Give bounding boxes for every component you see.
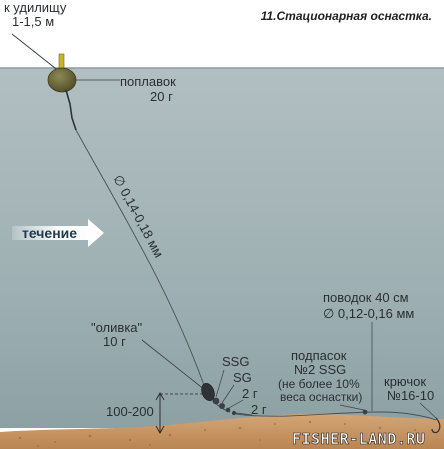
shot-2g-label-1: 2 г [242, 386, 258, 401]
shot-sg-label: SG [233, 370, 252, 385]
sky-area [0, 0, 444, 68]
current-arrow-shape [12, 219, 104, 247]
brand-watermark: FISHER-LAND.RU [292, 430, 425, 448]
water-area [0, 68, 444, 428]
hook-label-line1: крючок [384, 374, 426, 389]
tell-line1: подпасок [291, 348, 347, 363]
tell-leader [339, 404, 365, 411]
olive-name: "оливка" [91, 320, 143, 335]
main-line [75, 129, 206, 389]
tell-shot [362, 409, 368, 415]
olive-leader [141, 339, 206, 391]
rod-line [11, 33, 61, 73]
current-label: течение [22, 225, 77, 241]
shot-2g-label-2: 2 г [251, 402, 267, 417]
shot-ssg [212, 397, 220, 405]
tell-line2: №2 SSG [294, 362, 346, 377]
sinker-group [201, 382, 237, 416]
olive-weight: 10 г [103, 334, 126, 349]
depth-label: 100-200 [106, 404, 154, 419]
float-body [47, 67, 77, 93]
diagram-title: 11.Стационарная оснастка. [261, 9, 432, 23]
float-antenna [58, 53, 65, 69]
shot-leaders [215, 369, 253, 416]
rod-label-line1: к удилищу [4, 0, 67, 15]
depth-arrow-down [155, 425, 165, 435]
depth-arrow-up [155, 391, 165, 401]
shot-sg [219, 403, 225, 409]
rod-label-line2: 1-1,5 м [12, 14, 54, 29]
hook-label-line2: №16-10 [387, 388, 434, 403]
tell-line4: веса оснастки) [280, 390, 362, 404]
leader-length: поводок 40 см [323, 290, 409, 305]
tell-line3: (не более 10% [278, 377, 360, 391]
float-stem [65, 89, 77, 131]
hook-pointer [419, 402, 437, 419]
float-weight: 20 г [150, 89, 173, 104]
depth-bracket: 100-200 [106, 391, 210, 435]
river-bottom [0, 413, 444, 449]
shot-2g-a [225, 407, 231, 413]
shot-ssg-label: SSG [222, 354, 249, 369]
float-name: поплавок [120, 74, 176, 89]
shot-2g-b [231, 410, 237, 416]
current-arrow: течение [12, 219, 104, 247]
leader-diameter: ∅ 0,12-0,16 мм [323, 306, 414, 321]
float [47, 53, 77, 131]
hook-icon [431, 417, 441, 434]
sand-texture [18, 420, 416, 447]
